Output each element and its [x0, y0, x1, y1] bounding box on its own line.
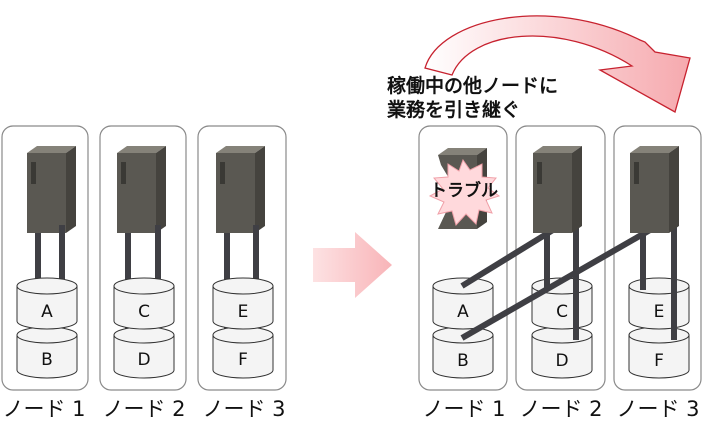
disk-e: E: [628, 277, 690, 330]
disk-label: C: [138, 302, 150, 322]
trouble-burst-icon: [428, 158, 501, 227]
disk-label: F: [238, 350, 248, 370]
server-icon: [533, 146, 582, 233]
disk-label: A: [457, 302, 469, 322]
node-label: ノード 3: [202, 397, 285, 421]
failover-cable-b: [460, 227, 652, 341]
right-node-3: F E ノード 3: [616, 277, 700, 421]
server-icon: [216, 146, 265, 233]
disk-d: D: [531, 326, 593, 379]
server-icon: [117, 146, 166, 233]
disk-e: E: [212, 277, 274, 330]
left-node-1: B A ノード 1: [1, 125, 89, 421]
disk-b: B: [16, 326, 78, 379]
disk-d: D: [113, 326, 175, 379]
left-node-2: D C ノード 2: [99, 125, 187, 421]
node-label: ノード 1: [2, 397, 85, 421]
disk-label: F: [654, 351, 664, 371]
node-label: ノード 1: [422, 397, 505, 421]
disk-label: B: [41, 350, 53, 370]
node-label: ノード 2: [519, 397, 602, 421]
disk-a: A: [16, 277, 78, 330]
disk-c: C: [113, 277, 175, 330]
node-label: ノード 2: [102, 397, 185, 421]
disk-label: C: [556, 302, 568, 322]
node-label: ノード 3: [616, 397, 699, 421]
disk-label: D: [555, 351, 568, 371]
right-cluster: トラブル B A ノード 1 D C: [418, 125, 702, 421]
left-node-3: F E ノード 3: [197, 125, 287, 421]
left-cluster: B A ノード 1 D: [1, 125, 287, 421]
failover-cable-a: [460, 227, 555, 289]
disk-label: D: [137, 350, 150, 370]
disk-f: F: [212, 326, 274, 379]
disk-f: F: [628, 326, 690, 379]
transition-arrow: [313, 232, 392, 298]
disk-label: E: [238, 302, 249, 322]
server-icon: [630, 146, 679, 233]
trouble-label: トラブル: [430, 180, 498, 201]
server-icon: [27, 146, 76, 233]
disk-c: C: [531, 277, 593, 330]
disk-label: B: [457, 351, 469, 371]
failover-curved-arrow: [424, 15, 691, 113]
disk-label: E: [654, 302, 665, 322]
annotation-line1: 稼働中の他ノードに: [387, 74, 558, 97]
right-node-1: トラブル B A ノード 1: [422, 148, 506, 421]
disk-label: A: [41, 302, 53, 322]
annotation-line2: 業務を引き継ぐ: [386, 98, 520, 121]
